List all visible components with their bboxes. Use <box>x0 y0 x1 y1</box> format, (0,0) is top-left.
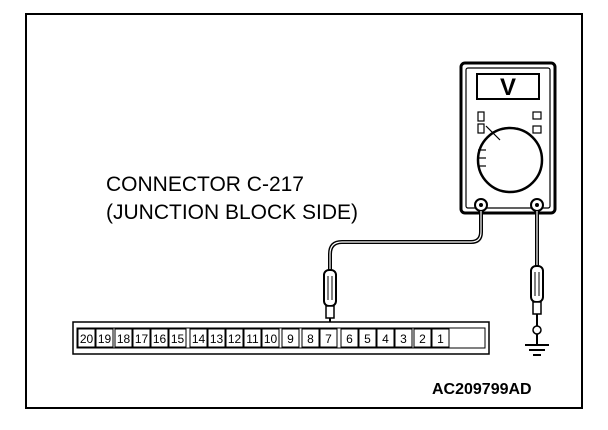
connector-label-line1: CONNECTOR C-217 <box>106 173 304 196</box>
pin-cell-20 <box>77 328 96 348</box>
pin-label-1: 1 <box>437 332 444 346</box>
pin-cell-14 <box>189 328 208 348</box>
pin-label-13: 13 <box>210 332 224 346</box>
meter-symbol: V <box>500 74 516 101</box>
pin-cell-3 <box>394 328 413 348</box>
diagram-frame <box>25 13 583 409</box>
pin-label-18: 18 <box>117 332 131 346</box>
meter-dial <box>476 126 544 194</box>
pin-label-12: 12 <box>228 332 242 346</box>
pin-label-14: 14 <box>192 332 206 346</box>
pin-cell-15 <box>168 328 187 348</box>
figure-code: AC209799AD <box>432 381 532 398</box>
pin-label-19: 19 <box>98 332 112 346</box>
pin-label-3: 3 <box>400 332 407 346</box>
connector-label-line2: (JUNCTION BLOCK SIDE) <box>106 201 358 224</box>
pin-cell-19 <box>95 328 114 348</box>
pin-label-8: 8 <box>307 332 314 346</box>
pin-cell-10 <box>261 328 280 348</box>
pin-label-15: 15 <box>171 332 185 346</box>
pin-cell-8 <box>301 328 320 348</box>
pin-label-10: 10 <box>264 332 278 346</box>
pin-cell-1 <box>431 328 450 348</box>
pin-cell-2 <box>413 328 432 348</box>
pin-label-17: 17 <box>135 332 149 346</box>
pin-cell-5 <box>358 328 377 348</box>
ground-symbol-icon <box>525 334 549 356</box>
pin-label-4: 4 <box>382 332 389 346</box>
pin-label-5: 5 <box>364 332 371 346</box>
pin-cell-7 <box>319 328 338 348</box>
pin-label-20: 20 <box>80 332 94 346</box>
pin-cell-9 <box>281 328 300 348</box>
pin-label-16: 16 <box>153 332 167 346</box>
voltmeter-icon: V <box>459 61 557 215</box>
pin-cell-16 <box>150 328 169 348</box>
pin-cell-12 <box>225 328 244 348</box>
pin-cell-18 <box>114 328 133 348</box>
pin-cell-6 <box>340 328 359 348</box>
pin-label-2: 2 <box>419 332 426 346</box>
pin-label-7: 7 <box>325 332 332 346</box>
pin-cell-17 <box>132 328 151 348</box>
pin-label-9: 9 <box>287 332 294 346</box>
pin-cell-4 <box>376 328 395 348</box>
ground-probe-icon <box>530 265 544 335</box>
pin-cell-11 <box>243 328 262 348</box>
pin-cell-13 <box>207 328 226 348</box>
connector-face <box>76 327 486 349</box>
pin-label-6: 6 <box>346 332 353 346</box>
pin-label-11: 11 <box>246 332 259 346</box>
